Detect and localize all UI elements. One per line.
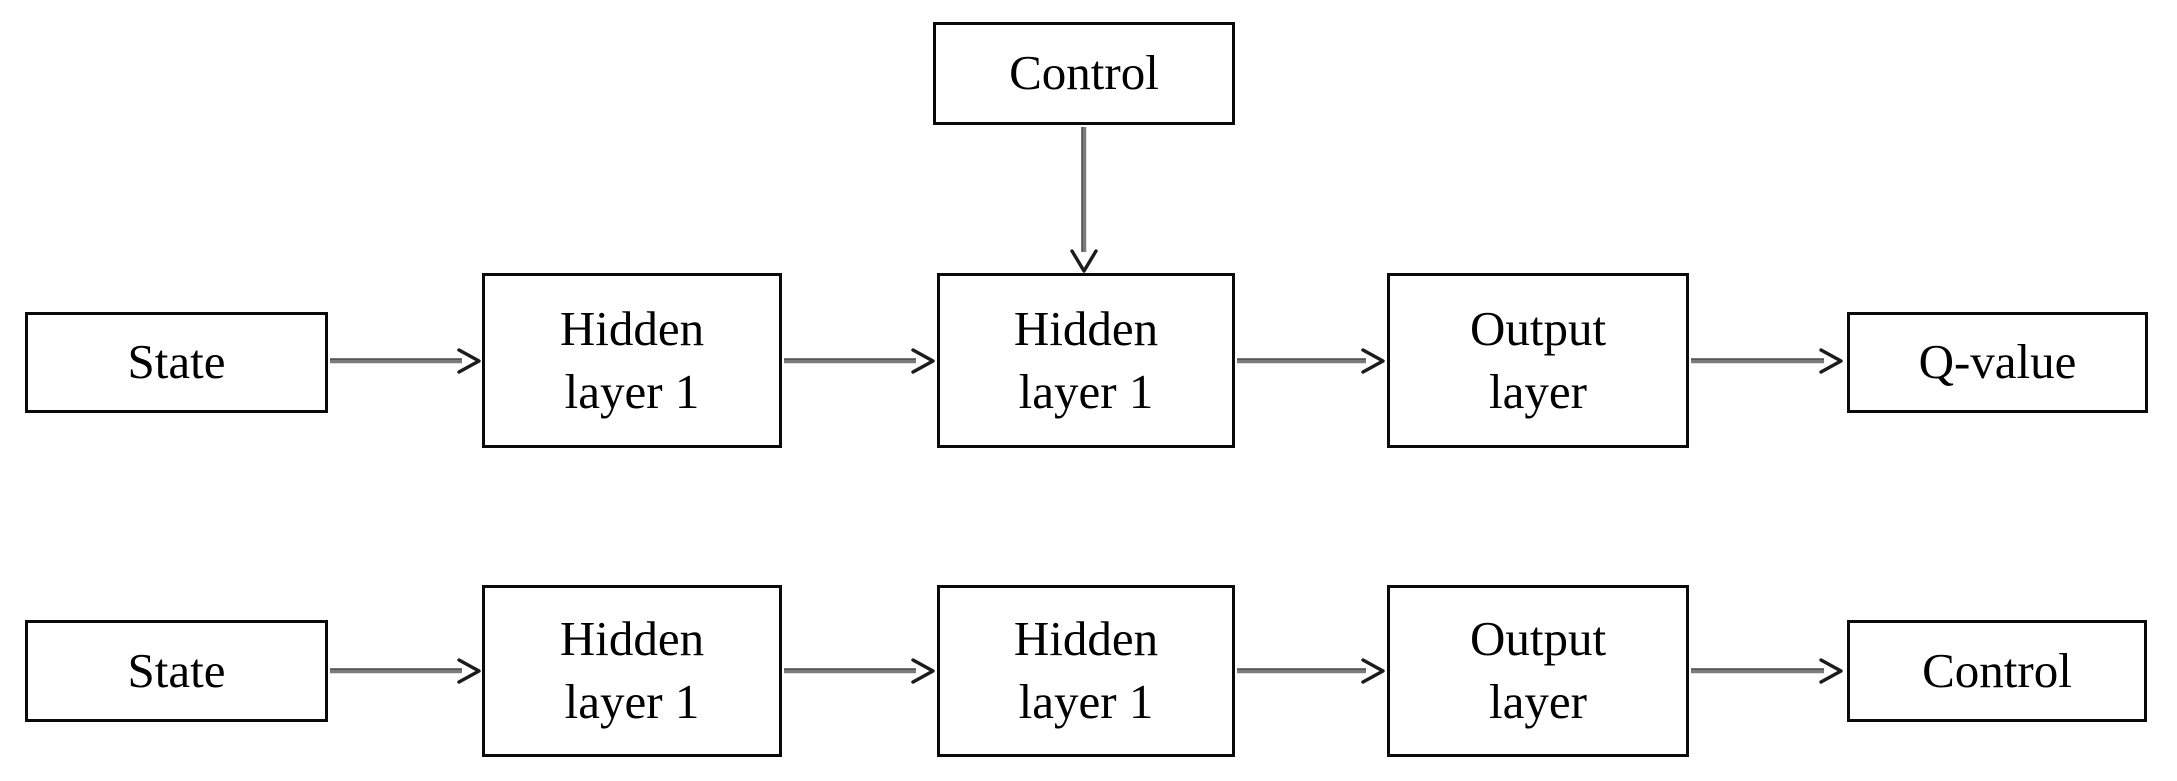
box-state-bottom: State <box>25 620 328 722</box>
box-state-top: State <box>25 312 328 413</box>
box-control-output-bottom: Control <box>1847 620 2147 722</box>
box-hidden-layer-first-bottom: Hidden layer 1 <box>482 585 782 757</box>
arrow-state-to-hidden1-top <box>330 348 481 374</box>
arrow-output-to-qvalue-top <box>1691 348 1843 374</box>
arrow-state-to-hidden1-bottom <box>330 658 481 684</box>
box-q-value-top: Q-value <box>1847 312 2148 413</box>
box-hidden-layer-first-top: Hidden layer 1 <box>482 273 782 448</box>
arrow-hidden2-to-output-bottom <box>1237 658 1385 684</box>
box-output-layer-top: Output layer <box>1387 273 1689 448</box>
box-output-layer-bottom: Output layer <box>1387 585 1689 757</box>
arrow-hidden2-to-output-top <box>1237 348 1385 374</box>
arrow-control-to-hidden2-top <box>1070 127 1098 273</box>
box-hidden-layer-second-top: Hidden layer 1 <box>937 273 1235 448</box>
box-hidden-layer-second-bottom: Hidden layer 1 <box>937 585 1235 757</box>
arrow-hidden1-to-hidden2-bottom <box>784 658 935 684</box>
arrow-output-to-control-bottom <box>1691 658 1843 684</box>
box-control-input-top: Control <box>933 22 1235 125</box>
arrow-hidden1-to-hidden2-top <box>784 348 935 374</box>
